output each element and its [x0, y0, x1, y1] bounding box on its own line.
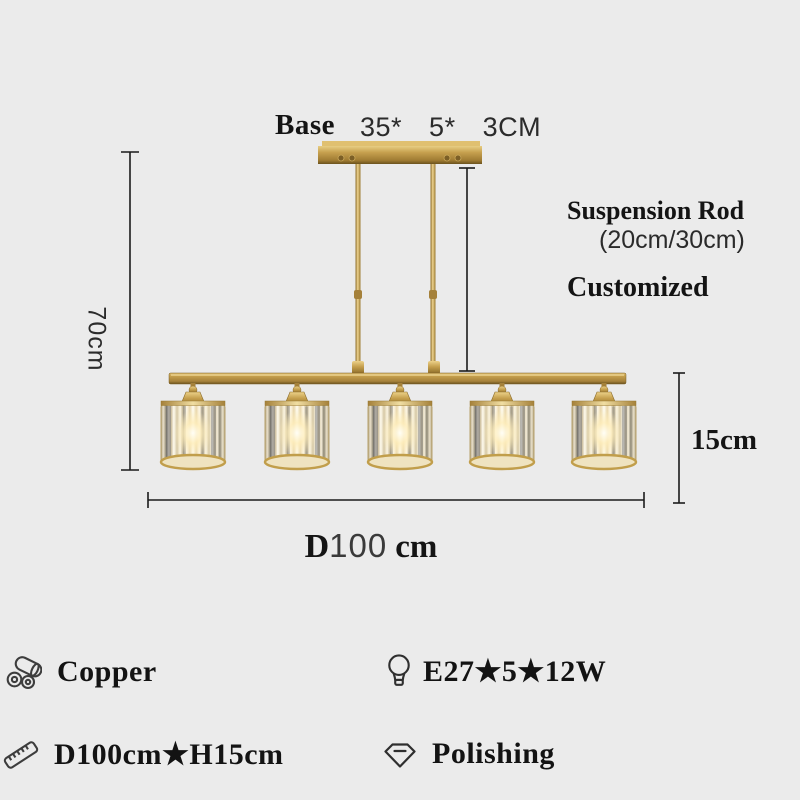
diameter-unit: cm — [395, 529, 438, 565]
crystal-shade-2 — [263, 381, 331, 471]
suspension-rod-sizes: (20cm/30cm) — [599, 226, 745, 254]
fixture-bar — [168, 372, 627, 385]
spec-material: Copper — [4, 653, 157, 691]
diameter-prefix: D — [304, 528, 330, 565]
drop-height-label: 70cm — [82, 306, 111, 372]
spec-size: D100cm★H15cm — [2, 735, 284, 773]
diameter-value: 100 — [329, 527, 388, 564]
ceiling-base-plate — [318, 141, 482, 164]
diamond-icon — [384, 743, 416, 768]
crystal-shade-3 — [366, 381, 434, 471]
base-dim-width: 35* — [360, 112, 403, 142]
base-dim-depth: 5* — [429, 112, 456, 142]
spec-finish: Polishing — [380, 735, 555, 773]
base-dim-height: 3CM — [482, 112, 542, 142]
base-dimensions: 35* 5* 3CM — [360, 112, 541, 143]
crystal-shade-5 — [570, 381, 638, 471]
dimension-line-70cm — [121, 151, 139, 471]
dimension-line-d100 — [147, 492, 645, 508]
spec-bulbs-label: E27★5★12W — [423, 654, 607, 688]
suspension-rods — [352, 164, 440, 374]
crystal-shade-4 — [468, 381, 536, 471]
crystal-shade-1 — [159, 381, 227, 471]
light-bulb-icon — [388, 654, 410, 686]
spec-material-label: Copper — [57, 655, 157, 688]
shade-height-label: 15cm — [691, 424, 758, 456]
base-label: Base — [275, 109, 335, 141]
spec-bulbs: E27★5★12W — [384, 652, 606, 690]
ruler-icon — [3, 741, 39, 769]
suspension-rod-note: Customized — [567, 272, 709, 303]
spec-size-label: D100cm★H15cm — [54, 737, 284, 771]
copper-pipes-icon — [6, 656, 42, 690]
dimension-lines — [121, 151, 685, 508]
suspension-rod-title: Suspension Rod — [567, 196, 745, 225]
dimension-line-suspension-rod — [459, 167, 475, 372]
spec-finish-label: Polishing — [432, 737, 555, 770]
dimension-line-15cm — [673, 372, 685, 504]
